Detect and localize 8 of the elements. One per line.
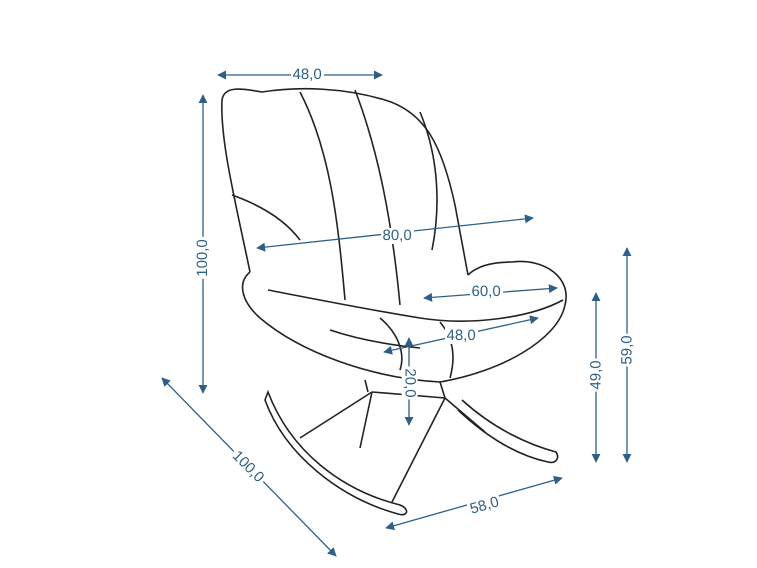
dimension-label: 48,0	[290, 67, 324, 83]
dimension-label: 20,0	[401, 366, 418, 400]
dimension-label: 48,0	[444, 328, 478, 344]
dimension-label: 60,0	[470, 284, 503, 300]
dimension-label: 100,0	[194, 237, 211, 279]
dimension-label: 49,0	[588, 358, 604, 392]
dimension-label: 80,0	[380, 228, 414, 244]
dimension-label: 59,0	[619, 333, 636, 367]
